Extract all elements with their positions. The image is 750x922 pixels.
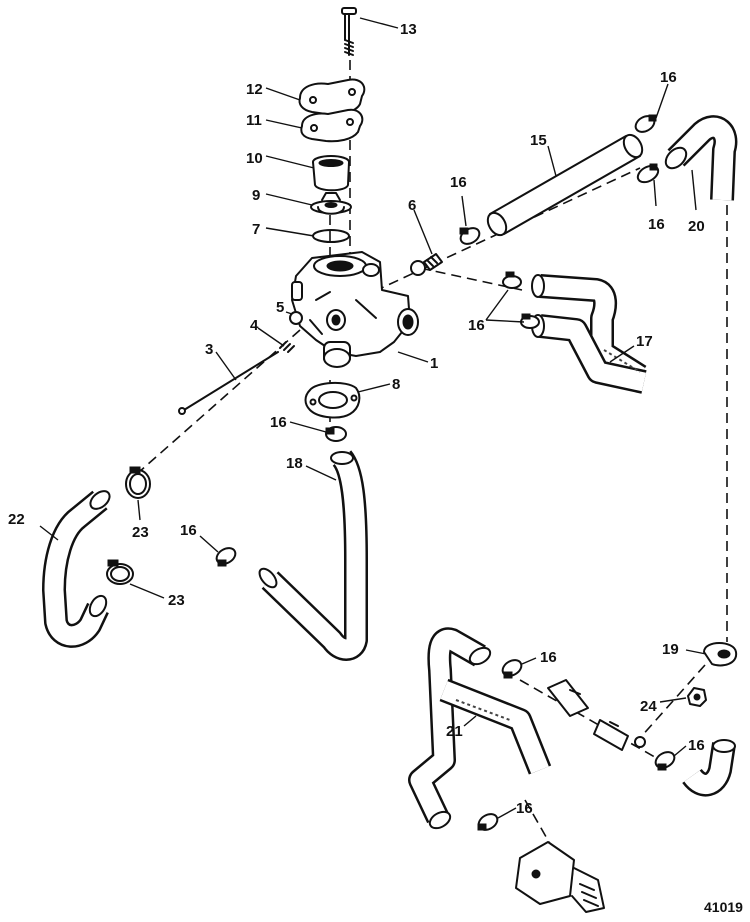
hose-part-20 — [664, 115, 738, 201]
callout-13: 13 — [400, 21, 417, 38]
callout-21: 21 — [446, 723, 463, 740]
callout-7: 7 — [252, 221, 260, 238]
callout-20: 20 — [688, 218, 705, 235]
thermostat-part-9 — [310, 192, 352, 215]
callout-15: 15 — [530, 132, 547, 149]
callout-12: 12 — [246, 81, 263, 98]
callout-6: 6 — [408, 197, 416, 214]
clamp-16-right — [636, 163, 660, 184]
callout-16-mid: 16 — [468, 317, 485, 334]
clamp-16-mid-a — [502, 271, 522, 289]
o-ring-part-7 — [312, 229, 350, 243]
fitting-assembly — [547, 679, 646, 751]
callout-1: 1 — [430, 355, 438, 372]
callout-labels: 13 12 11 10 9 7 6 5 4 3 1 8 16 18 22 23 … — [8, 21, 705, 817]
callout-16-left: 16 — [180, 522, 197, 539]
clamp-23-upper — [125, 466, 151, 499]
hose-part-15 — [486, 133, 644, 237]
clamp-16-lower-b — [654, 751, 676, 771]
callout-5: 5 — [276, 299, 284, 316]
clamp-16-left — [215, 547, 237, 567]
bolt-part-13 — [341, 7, 357, 56]
callout-16-top-right: 16 — [660, 69, 677, 86]
callout-16-right: 16 — [648, 216, 665, 233]
figure-number: 41019 — [704, 899, 743, 915]
callout-16-lower-a: 16 — [540, 649, 557, 666]
clamp-16-bottom — [477, 813, 499, 831]
callout-16-lower-b: 16 — [688, 737, 705, 754]
clamp-16-mid-b — [520, 313, 540, 329]
clamp-23-lower — [106, 559, 134, 585]
callout-10: 10 — [246, 150, 263, 167]
gasket-part-8 — [304, 382, 361, 419]
callout-23-upper: 23 — [132, 524, 149, 541]
pump-bottom — [515, 841, 605, 913]
callout-17: 17 — [636, 333, 653, 350]
callout-11: 11 — [246, 112, 262, 129]
dashed-assembly-lines — [129, 60, 728, 871]
callout-16-bottom: 16 — [516, 800, 533, 817]
callout-3: 3 — [205, 341, 213, 358]
hose-part-22 — [42, 490, 111, 648]
nut-part-24 — [687, 687, 707, 707]
callout-22: 22 — [8, 511, 25, 528]
clamps — [106, 114, 676, 831]
clamp-16-top-right — [634, 114, 657, 133]
plug-part-6 — [410, 253, 443, 276]
gasket-part-11 — [300, 108, 364, 143]
callout-23-lower: 23 — [168, 592, 185, 609]
spring-part-4 — [279, 341, 295, 353]
callout-9: 9 — [252, 187, 260, 204]
rod-part-3 — [178, 351, 279, 415]
clamp-16-upper — [459, 227, 481, 245]
leader-lines — [39, 17, 707, 819]
callout-16-center: 16 — [270, 414, 287, 431]
callout-19: 19 — [662, 641, 679, 658]
clamp-16-lower-a — [501, 659, 523, 679]
hose-part-18 — [258, 450, 368, 661]
hose-bottom-right — [682, 739, 736, 797]
hose-part-21 — [408, 627, 552, 830]
callout-8: 8 — [392, 376, 400, 393]
callout-18: 18 — [286, 455, 303, 472]
ball-part-5 — [289, 311, 303, 325]
cover-part-12 — [298, 78, 366, 116]
sleeve-part-10 — [312, 155, 350, 192]
clip-part-19 — [703, 642, 738, 667]
callout-4: 4 — [250, 317, 259, 334]
clamp-16-center — [325, 426, 347, 442]
callout-24: 24 — [640, 698, 657, 715]
callout-16-upper: 16 — [450, 174, 467, 191]
thermostat-housing-part-1 — [291, 251, 419, 368]
hose-part-17 — [531, 274, 647, 394]
